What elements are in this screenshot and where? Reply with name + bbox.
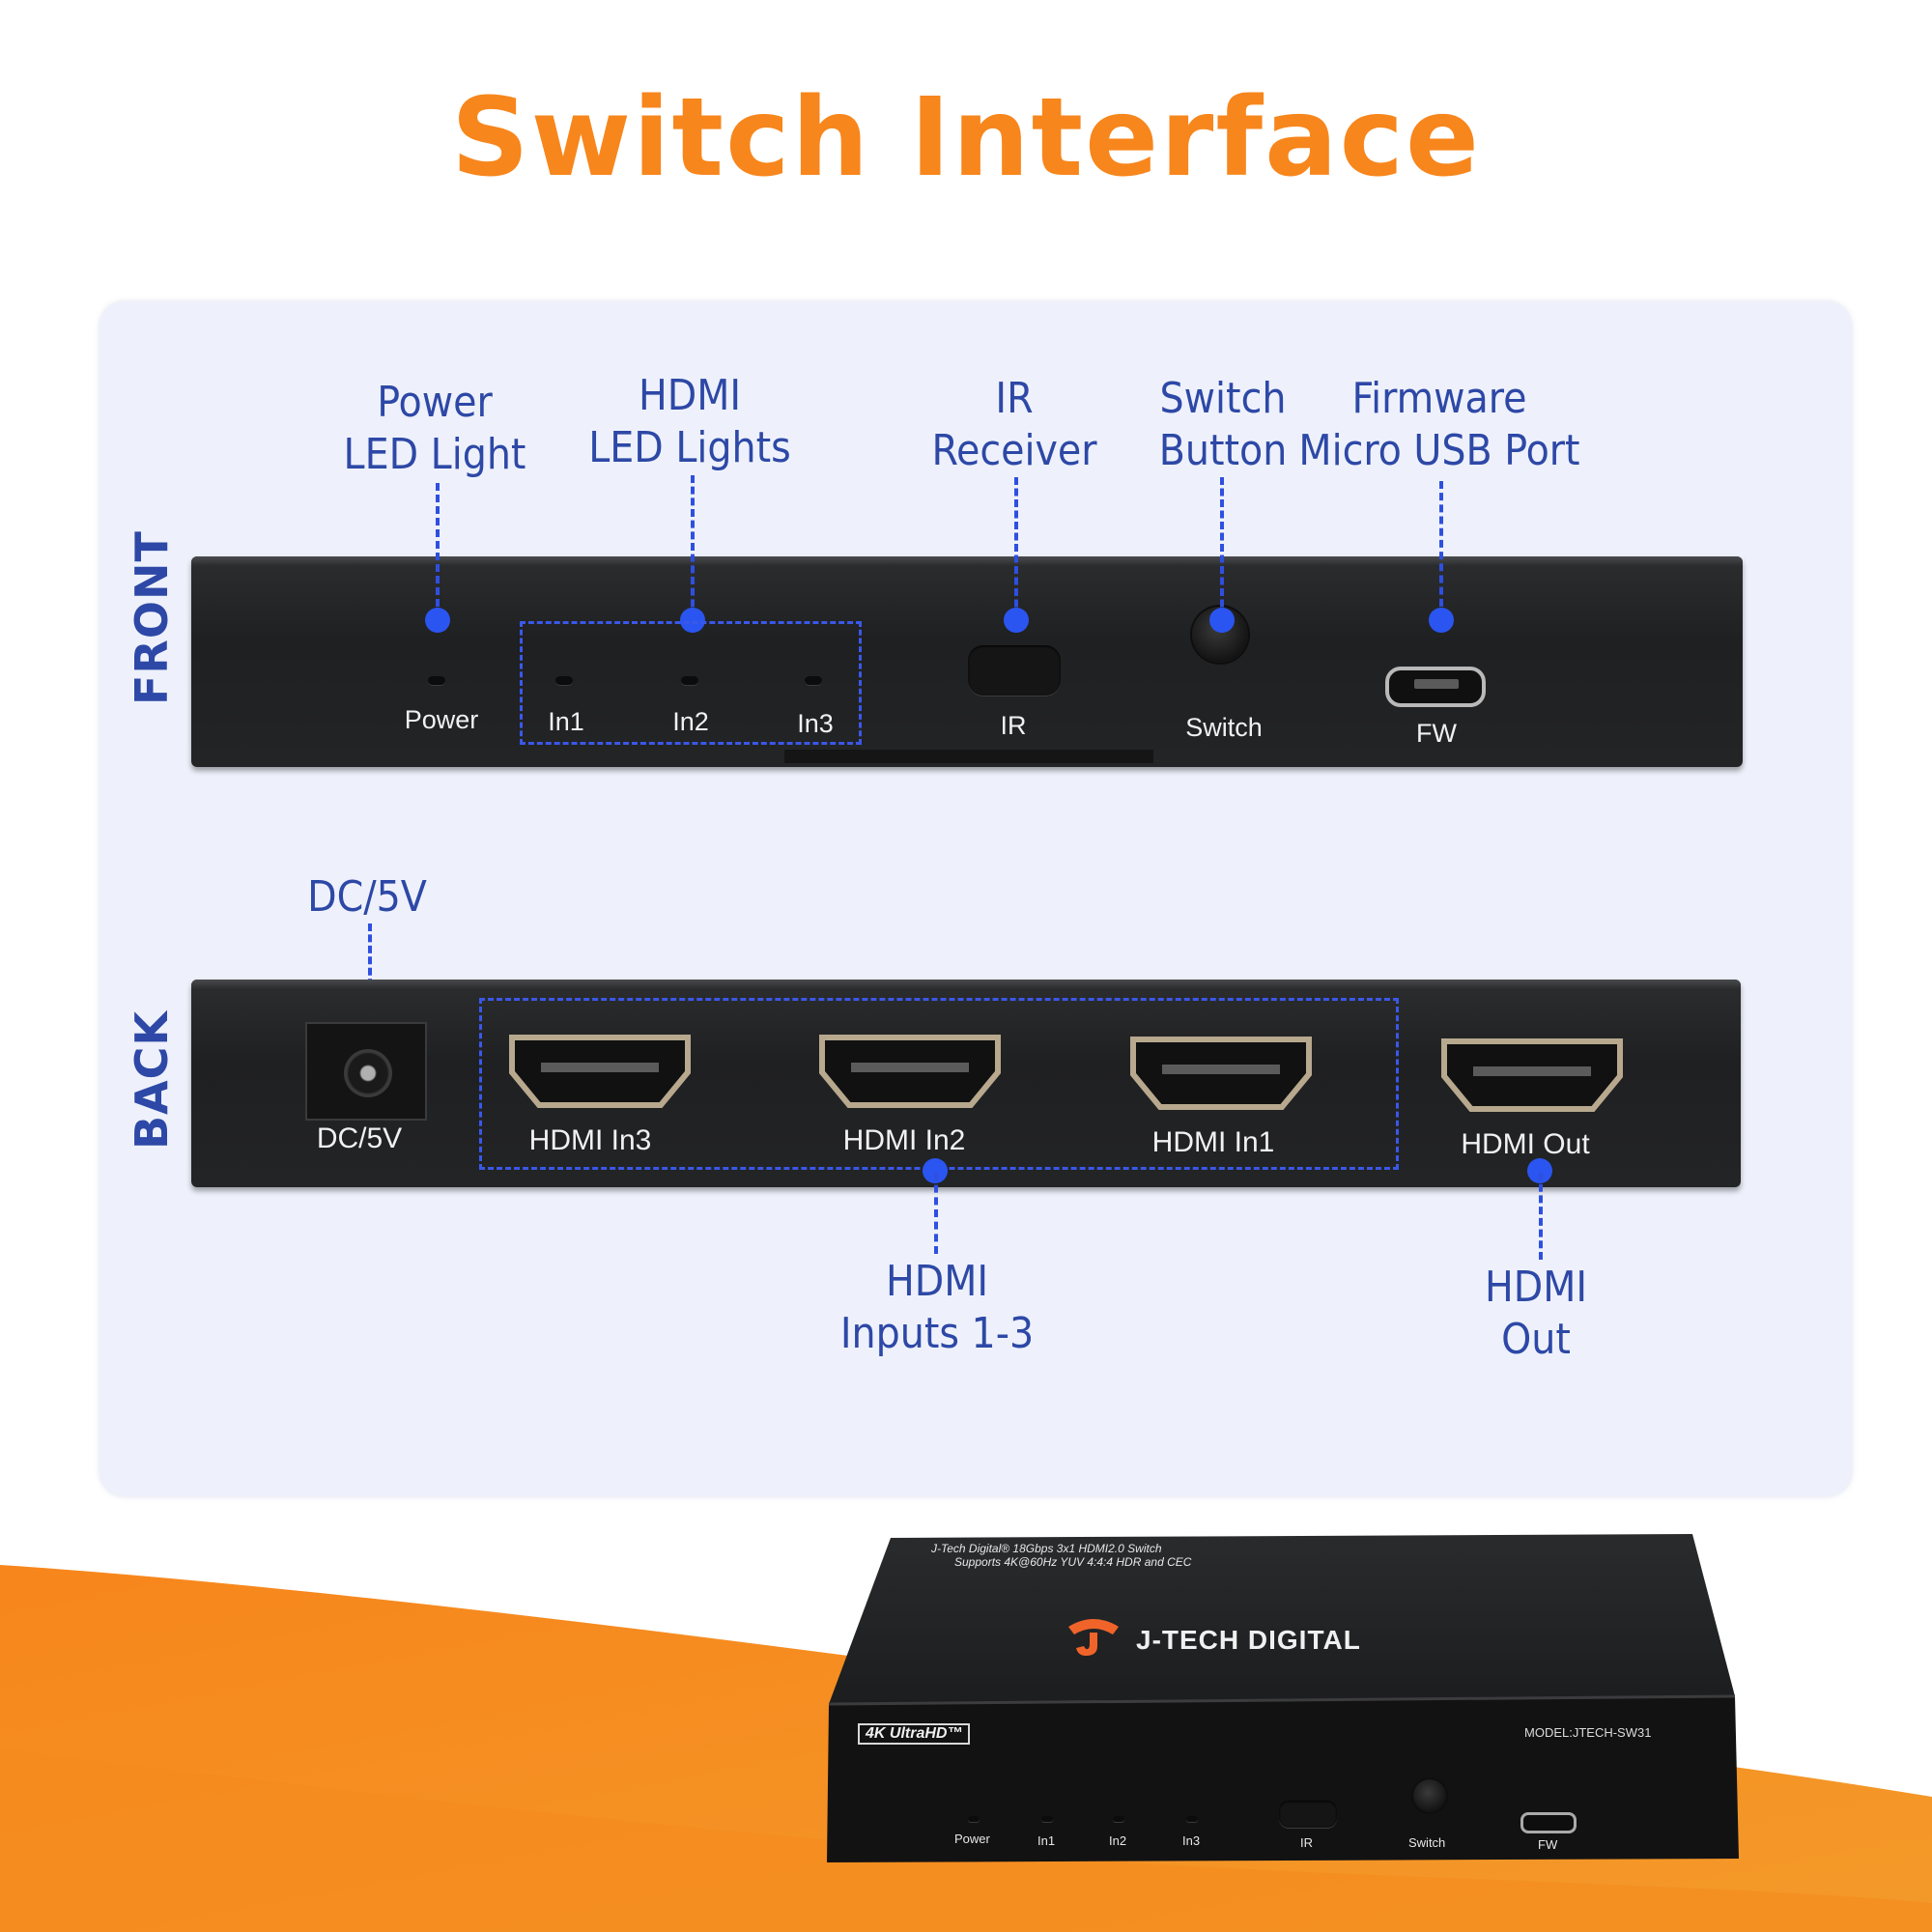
callout-line: Firmware [1351, 374, 1527, 423]
connector-line [368, 923, 372, 1009]
front-bottom-strip [784, 750, 1153, 763]
hdmi-inputs-group-box [479, 998, 1399, 1170]
micro-usb-port[interactable] [1385, 667, 1486, 707]
product-usb-port [1520, 1812, 1577, 1833]
product-in1-led [1041, 1816, 1053, 1822]
port-label-switch: Switch [1185, 713, 1263, 742]
connector-line [1539, 1173, 1543, 1260]
ir-receiver-window [968, 645, 1061, 696]
back-section-label: BACK [126, 1009, 178, 1150]
product-port-ir: IR [1300, 1835, 1313, 1850]
product-port-in3: In3 [1182, 1833, 1201, 1848]
connector-line [1220, 477, 1224, 618]
port-label-ir: IR [1000, 711, 1027, 740]
product-spec-line1: J-Tech Digital® 18Gbps 3x1 HDMI2.0 Switc… [931, 1542, 1162, 1555]
callout-line: LED Light [343, 430, 526, 479]
product-port-power: Power [954, 1832, 990, 1846]
front-panel-device [191, 556, 1743, 767]
in1-led [555, 676, 573, 685]
callout-ir-receiver: IR Receiver [931, 373, 1096, 477]
callout-dot [425, 608, 450, 633]
product-spec-line2: Supports 4K@60Hz YUV 4:4:4 HDR and CEC [954, 1555, 1192, 1569]
connector-line [1439, 481, 1443, 618]
connector-line [934, 1173, 938, 1254]
callout-line: Receiver [931, 426, 1097, 475]
callout-line: IR [995, 374, 1034, 423]
callout-dot [1004, 608, 1029, 633]
port-label-power: Power [404, 705, 479, 734]
callout-power-led: Power LED Light [344, 377, 526, 481]
callout-line: Power [377, 378, 493, 427]
callout-line: Switch [1159, 374, 1287, 423]
hdmi-in3-port[interactable] [506, 1034, 694, 1109]
connector-line [691, 475, 695, 618]
port-label-hdmi-in2: HDMI In2 [842, 1124, 966, 1156]
connector-line [436, 483, 440, 618]
hdmi-led-group-box [520, 621, 862, 745]
port-label-in1: In1 [548, 707, 584, 736]
hdmi-in1-port[interactable] [1127, 1036, 1315, 1111]
dc-power-jack[interactable] [305, 1022, 427, 1121]
product-in2-led [1113, 1816, 1124, 1822]
product-model: MODEL:JTECH-SW31 [1524, 1725, 1652, 1740]
page-title: Switch Interface [451, 75, 1481, 201]
callout-line: Out [1501, 1315, 1571, 1364]
hdmi-in2-port[interactable] [816, 1034, 1004, 1109]
product-photo: J-Tech Digital® 18Gbps 3x1 HDMI2.0 Switc… [823, 1534, 1739, 1862]
product-port-switch: Switch [1408, 1835, 1446, 1850]
product-brand: J-TECH DIGITAL [1136, 1625, 1361, 1655]
callout-line: Button [1158, 426, 1288, 475]
callout-line: HDMI [1484, 1263, 1588, 1312]
callout-hdmi-out: HDMI Out [1485, 1262, 1587, 1366]
port-label-in3: In3 [797, 709, 834, 738]
callout-dot [1429, 608, 1454, 633]
hdmi-out-port[interactable] [1438, 1037, 1626, 1113]
power-led [428, 676, 445, 685]
port-label-hdmi-in1: HDMI In1 [1151, 1126, 1275, 1158]
callout-dc-power: DC/5V [307, 871, 427, 923]
callout-line: Micro USB Port [1298, 426, 1580, 475]
in2-led [681, 676, 698, 685]
port-label-hdmi-in3: HDMI In3 [528, 1124, 652, 1156]
callout-dot [680, 608, 705, 633]
product-port-in1: In1 [1037, 1833, 1056, 1848]
callout-hdmi-led: HDMI LED Lights [588, 370, 791, 474]
callout-switch-button: Switch Button [1159, 373, 1288, 477]
port-label-fw: FW [1416, 719, 1457, 748]
callout-line: HDMI [885, 1257, 989, 1306]
port-label-dc: DC/5V [316, 1122, 403, 1154]
product-badge: 4K UltraHD™ [858, 1723, 971, 1745]
product-in3-led [1186, 1816, 1198, 1822]
callout-line: LED Lights [588, 423, 791, 472]
port-label-in2: In2 [672, 707, 709, 736]
callout-line: DC/5V [307, 872, 427, 922]
product-port-in2: In2 [1109, 1833, 1127, 1848]
product-switch-button [1413, 1779, 1446, 1812]
front-section-label: FRONT [126, 530, 178, 705]
callout-line: HDMI [638, 371, 742, 420]
in3-led [805, 676, 822, 685]
brand-logo-icon [1068, 1619, 1119, 1656]
callout-hdmi-inputs: HDMI Inputs 1-3 [840, 1256, 1034, 1360]
connector-line [1014, 477, 1018, 618]
callout-line: Inputs 1-3 [839, 1309, 1035, 1358]
callout-dot [1209, 608, 1235, 633]
product-power-led [968, 1816, 980, 1822]
port-label-hdmi-out: HDMI Out [1461, 1128, 1590, 1160]
product-body [827, 1534, 1739, 1862]
callout-firmware-usb: Firmware Micro USB Port [1298, 373, 1579, 477]
product-ir-window [1279, 1801, 1337, 1828]
diagram-panel [99, 301, 1852, 1496]
product-port-fw: FW [1538, 1837, 1558, 1852]
